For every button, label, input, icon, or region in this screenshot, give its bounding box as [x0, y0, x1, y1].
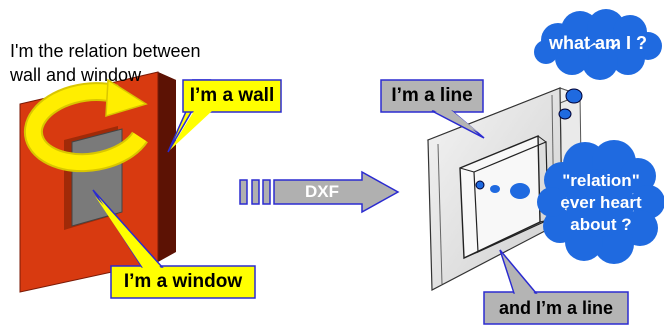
dxf-arrow-body [273, 170, 400, 214]
wall-side-face [158, 72, 176, 262]
cloud-side [537, 140, 664, 264]
callout-wall: I’m a wall [189, 85, 275, 106]
relation-note-line1: I'm the relation between [10, 41, 201, 61]
blue-dot [510, 183, 530, 199]
relation-ring-arrowhead [105, 78, 148, 118]
relation-ring [23, 78, 148, 173]
blue-dot [490, 185, 500, 193]
callout-line-bottom: and I’m a line [498, 298, 614, 318]
callout-window-shape [92, 189, 256, 299]
blue-dot [558, 108, 572, 120]
cloud-side-line1: "relation" [562, 171, 640, 190]
callout-wall-shape [167, 79, 282, 153]
cloud-top-text: what am I ? [548, 33, 647, 53]
dxf-arrow-label: DXF [305, 182, 339, 201]
cloud-side-line3: about ? [570, 215, 632, 234]
cloud-side-line2: ever heart [560, 193, 642, 212]
window-pane [71, 128, 123, 227]
blue-dot [565, 88, 583, 104]
callout-line-top: I’m a line [391, 85, 473, 106]
callout-window: I’m a window [123, 271, 243, 292]
blue-dot [475, 180, 485, 190]
callout-line-bottom-shape [483, 249, 629, 325]
relation-note-line2: wall and window [10, 65, 142, 85]
dxf-arrow [239, 170, 400, 214]
callout-line-top-shape [380, 79, 485, 139]
cloud-top [534, 9, 662, 80]
